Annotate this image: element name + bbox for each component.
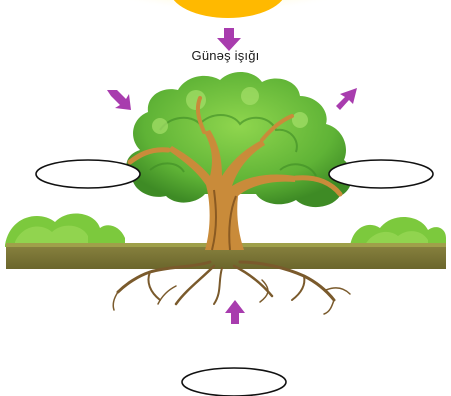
arrow-up-icon	[225, 300, 245, 324]
answer-blank-right[interactable]	[329, 160, 433, 188]
grass-left-icon	[5, 213, 125, 247]
arrow-diagonal-left-icon	[107, 90, 131, 110]
arrow-diagonal-right-icon	[336, 88, 357, 110]
answer-blank-left[interactable]	[36, 160, 140, 188]
grass-right-icon	[350, 217, 446, 247]
sunlight-label: Günəş işığı	[0, 48, 451, 63]
answer-blank-bottom[interactable]	[182, 368, 286, 396]
